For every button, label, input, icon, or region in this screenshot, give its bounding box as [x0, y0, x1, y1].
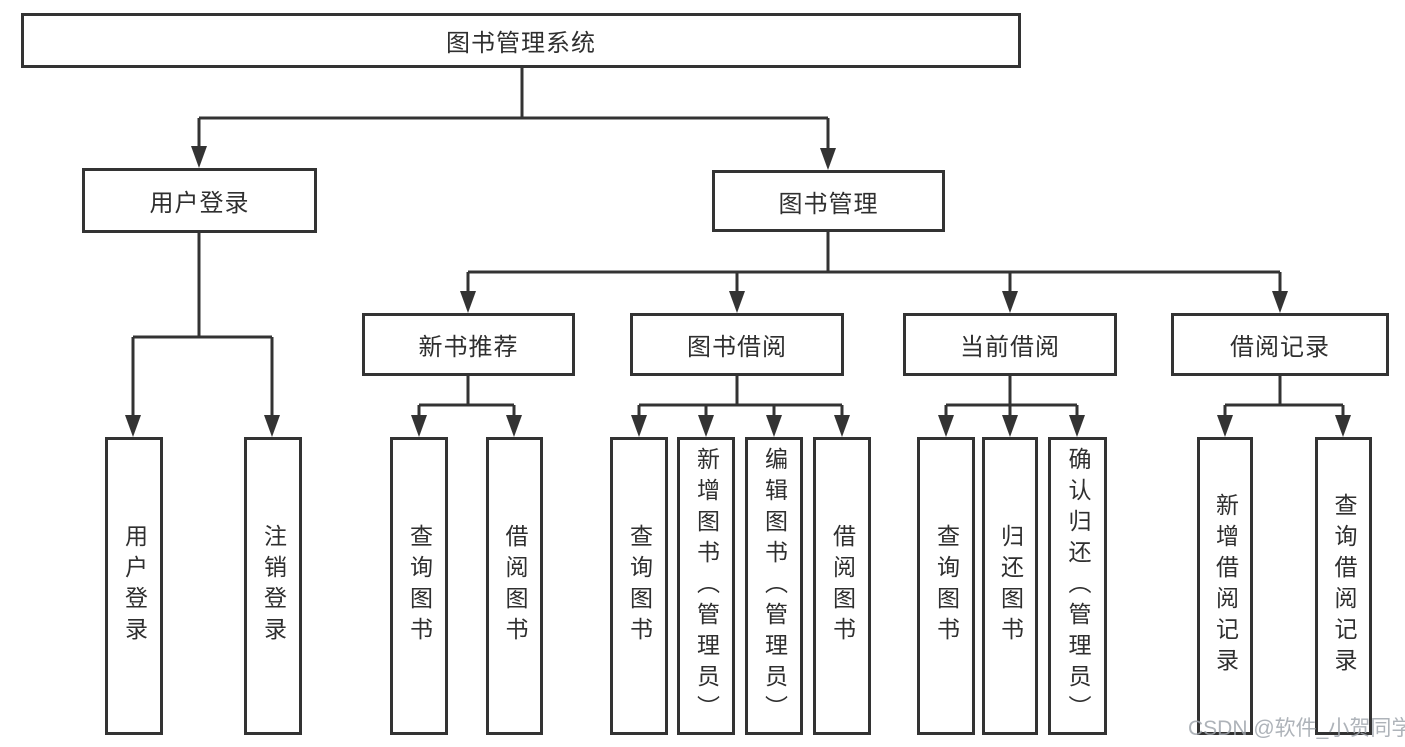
- arrowheads: [125, 146, 1351, 437]
- leaf-user-login-label: 用户登录: [121, 524, 148, 648]
- leaf-current-confirm-return-admin-label: 确认归还（管理员）: [1065, 446, 1091, 726]
- node-book-borrow: 图书借阅: [630, 313, 844, 376]
- leaf-newrec-borrow-books-label: 借阅图书: [502, 524, 528, 648]
- node-new-book-recommend: 新书推荐: [362, 313, 575, 376]
- leaf-user-login: 用户登录: [105, 437, 163, 735]
- node-current-borrow: 当前借阅: [903, 313, 1117, 376]
- leaf-records-add-borrow-record-label: 新增借阅记录: [1212, 493, 1239, 679]
- leaf-current-return-books-label: 归还图书: [997, 524, 1024, 648]
- leaf-records-query-borrow-record-label: 查询借阅记录: [1331, 493, 1357, 679]
- leaf-records-add-borrow-record: 新增借阅记录: [1197, 437, 1253, 735]
- leaf-borrow-add-books-admin-label: 新增图书（管理员）: [693, 446, 720, 726]
- leaf-borrow-query-books-label: 查询图书: [626, 524, 653, 648]
- csdn-watermark: CSDN @软件_小贺同学: [1188, 717, 1405, 740]
- leaf-current-return-books: 归还图书: [982, 437, 1038, 735]
- leaf-borrow-query-books: 查询图书: [610, 437, 668, 735]
- node-book-borrow-label: 图书借阅: [687, 334, 787, 361]
- leaf-logout-login: 注销登录: [244, 437, 302, 735]
- node-current-borrow-label: 当前借阅: [960, 334, 1060, 361]
- leaf-borrow-borrow-books: 借阅图书: [813, 437, 871, 735]
- node-borrow-records-label: 借阅记录: [1230, 334, 1330, 361]
- leaf-newrec-borrow-books: 借阅图书: [486, 437, 543, 735]
- leaf-current-query-books: 查询图书: [917, 437, 975, 735]
- leaf-records-query-borrow-record: 查询借阅记录: [1315, 437, 1372, 735]
- node-user-login-branch-label: 用户登录: [149, 190, 250, 217]
- leaf-borrow-add-books-admin: 新增图书（管理员）: [677, 437, 735, 735]
- node-new-book-recommend-label: 新书推荐: [418, 334, 519, 361]
- leaf-current-query-books-label: 查询图书: [933, 524, 960, 648]
- leaf-borrow-edit-books-admin-label: 编辑图书（管理员）: [761, 446, 788, 726]
- node-root-system: 图书管理系统: [21, 13, 1021, 68]
- node-book-management-branch-label: 图书管理: [778, 190, 879, 218]
- leaf-newrec-query-books-label: 查询图书: [406, 524, 433, 648]
- node-root-system-label: 图书管理系统: [446, 30, 596, 57]
- node-user-login-branch: 用户登录: [82, 168, 317, 233]
- node-book-management-branch: 图书管理: [712, 170, 945, 232]
- leaf-logout-login-label: 注销登录: [260, 524, 287, 648]
- node-borrow-records: 借阅记录: [1171, 313, 1389, 376]
- leaf-borrow-edit-books-admin: 编辑图书（管理员）: [745, 437, 803, 735]
- leaf-borrow-borrow-books-label: 借阅图书: [829, 524, 856, 648]
- leaf-current-confirm-return-admin: 确认归还（管理员）: [1048, 437, 1107, 735]
- leaf-newrec-query-books: 查询图书: [390, 437, 448, 735]
